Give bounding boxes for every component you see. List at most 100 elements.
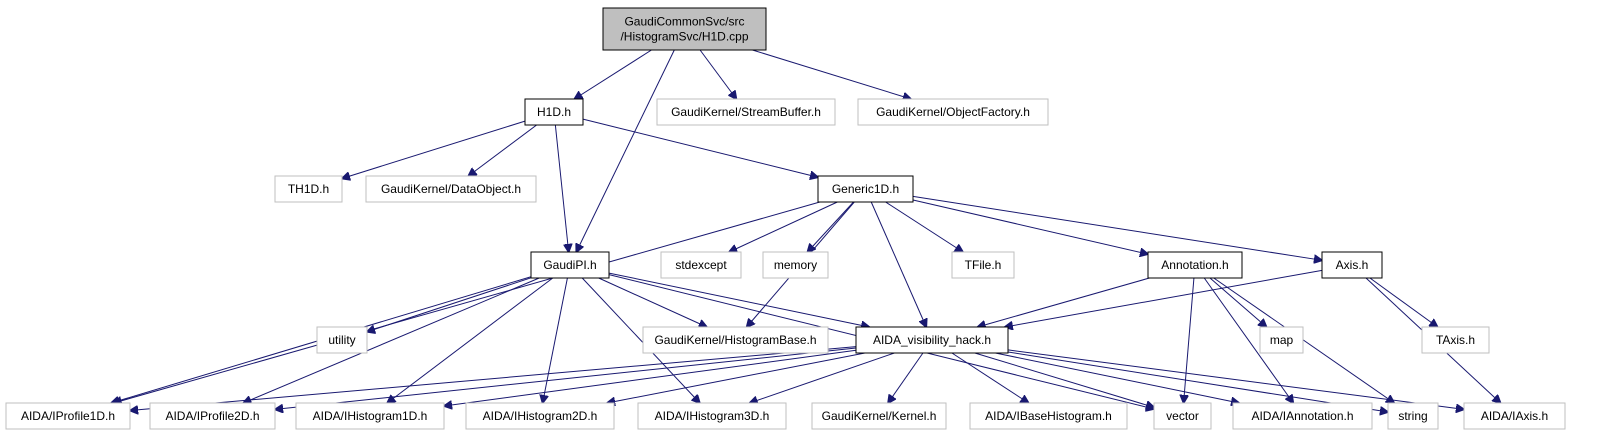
node-iprof1d: AIDA/IProfile1D.h — [5, 402, 131, 430]
node-kernel: GaudiKernel/Kernel.h — [811, 402, 947, 430]
node-iaxis: AIDA/IAxis.h — [1463, 402, 1566, 430]
node-label-root: GaudiCommonSvc/src — [624, 15, 744, 29]
node-box-th1d — [274, 175, 343, 203]
edge-aidahack-to-ibasehist — [951, 352, 1029, 403]
node-label-dataobject: GaudiKernel/DataObject.h — [381, 182, 521, 196]
edge-gaudipi-to-histobase — [598, 277, 707, 327]
node-iprof2d: AIDA/IProfile2D.h — [149, 402, 276, 430]
edge-h1d-to-dataobject — [468, 124, 537, 176]
node-label-ihist1d: AIDA/IHistogram1D.h — [313, 409, 428, 423]
node-label-root: /HistogramSvc/H1D.cpp — [620, 30, 748, 44]
node-taxis: TAxis.h — [1421, 326, 1490, 354]
node-label-streambuf: GaudiKernel/StreamBuffer.h — [671, 105, 821, 119]
edge-aidahack-to-string — [1007, 351, 1388, 412]
node-aidahack[interactable]: AIDA_visibility_hack.h — [855, 326, 1009, 354]
node-gaudipi[interactable]: GaudiPI.h — [530, 251, 610, 279]
node-box-iprof1d — [5, 402, 131, 430]
node-box-ihist3d — [637, 402, 787, 430]
node-label-kernel: GaudiKernel/Kernel.h — [822, 409, 937, 423]
edge-generic1d-to-tfile — [885, 201, 963, 252]
node-box-objfactory — [857, 98, 1049, 126]
node-box-utility — [316, 326, 368, 354]
node-label-aidahack: AIDA_visibility_hack.h — [873, 333, 991, 347]
edge-axis-to-aidahack — [1005, 269, 1323, 327]
node-box-iaxis — [1463, 402, 1566, 430]
edge-annotation-to-map — [1209, 277, 1267, 327]
node-box-iannotation — [1232, 402, 1373, 430]
node-box-vector — [1153, 402, 1212, 430]
edge-root-to-gaudipi — [576, 49, 675, 252]
node-histobase: GaudiKernel/HistogramBase.h — [642, 326, 829, 354]
edge-root-to-objfactory — [752, 49, 911, 99]
edge-aidahack-to-iprof2d — [275, 347, 857, 409]
edge-aidahack-to-vector — [974, 352, 1154, 407]
node-box-axis — [1321, 251, 1383, 279]
node-box-ihist1d — [295, 402, 445, 430]
node-stdexcept: stdexcept — [660, 251, 742, 279]
edge-generic1d-to-memory — [807, 201, 854, 252]
node-string: string — [1387, 402, 1439, 430]
node-label-memory: memory — [774, 258, 817, 272]
edge-annotation-to-vector — [1184, 277, 1195, 403]
edge-generic1d-to-annotation — [912, 199, 1148, 254]
node-box-taxis — [1421, 326, 1490, 354]
edge-root-to-h1d — [574, 49, 652, 99]
edge-generic1d-to-aidahack — [870, 201, 926, 327]
node-label-th1d: TH1D.h — [288, 182, 329, 196]
node-label-taxis: TAxis.h — [1436, 333, 1475, 347]
edge-annotation-to-aidahack — [978, 277, 1150, 327]
node-annotation[interactable]: Annotation.h — [1147, 251, 1243, 279]
edge-gaudipi-to-aidahack — [608, 272, 869, 327]
node-utility: utility — [316, 326, 368, 354]
edge-axis-to-taxis — [1369, 277, 1438, 327]
node-label-ibasehist: AIDA/IBaseHistogram.h — [985, 409, 1112, 423]
node-box-iprof2d — [149, 402, 276, 430]
edge-gaudipi-to-ihist3d — [581, 277, 700, 403]
node-label-iprof2d: AIDA/IProfile2D.h — [165, 409, 259, 423]
edge-gaudipi-to-ihist2d — [543, 277, 568, 403]
node-root[interactable]: GaudiCommonSvc/src/HistogramSvc/H1D.cpp — [602, 7, 767, 51]
node-ibasehist: AIDA/IBaseHistogram.h — [969, 402, 1128, 430]
node-h1d[interactable]: H1D.h — [524, 98, 584, 126]
node-label-iannotation: AIDA/IAnnotation.h — [1251, 409, 1353, 423]
edge-aidahack-to-iannotation — [995, 352, 1239, 403]
edge-gaudipi-to-utility — [367, 277, 532, 332]
node-dataobject: GaudiKernel/DataObject.h — [365, 175, 537, 203]
edge-h1d-to-th1d — [342, 120, 526, 178]
node-label-stdexcept: stdexcept — [675, 258, 727, 272]
node-ihist3d: AIDA/IHistogram3D.h — [637, 402, 787, 430]
edge-generic1d-to-iprof1d — [114, 201, 820, 403]
node-label-gaudipi: GaudiPI.h — [543, 258, 596, 272]
edge-h1d-to-gaudipi — [554, 124, 568, 252]
edge-aidahack-to-kernel — [888, 352, 924, 403]
node-box-ibasehist — [969, 402, 1128, 430]
node-streambuf: GaudiKernel/StreamBuffer.h — [656, 98, 836, 126]
node-axis[interactable]: Axis.h — [1321, 251, 1383, 279]
edge-annotation-to-string — [1213, 277, 1394, 403]
node-box-gaudipi — [530, 251, 610, 279]
edge-generic1d-to-axis — [912, 195, 1322, 260]
node-memory: memory — [762, 251, 829, 279]
node-iannotation: AIDA/IAnnotation.h — [1232, 402, 1373, 430]
node-box-root — [602, 7, 767, 51]
edge-aidahack-to-iprof1d — [130, 346, 857, 411]
edge-gaudipi-to-iprof2d — [243, 277, 540, 403]
node-box-generic1d — [817, 175, 914, 203]
node-box-ihist2d — [465, 402, 615, 430]
node-label-objfactory: GaudiKernel/ObjectFactory.h — [876, 105, 1030, 119]
node-label-axis: Axis.h — [1336, 258, 1369, 272]
edge-aidahack-to-ihist2d — [607, 352, 866, 403]
node-vector: vector — [1153, 402, 1212, 430]
node-box-tfile — [951, 251, 1015, 279]
edge-root-to-streambuf — [699, 49, 736, 99]
node-box-streambuf — [656, 98, 836, 126]
node-generic1d[interactable]: Generic1D.h — [817, 175, 914, 203]
node-box-memory — [762, 251, 829, 279]
node-label-iprof1d: AIDA/IProfile1D.h — [21, 409, 115, 423]
node-map: map — [1259, 326, 1304, 354]
node-box-annotation — [1147, 251, 1243, 279]
edge-h1d-to-generic1d — [582, 118, 818, 177]
node-box-map — [1259, 326, 1304, 354]
node-label-ihist3d: AIDA/IHistogram3D.h — [655, 409, 770, 423]
